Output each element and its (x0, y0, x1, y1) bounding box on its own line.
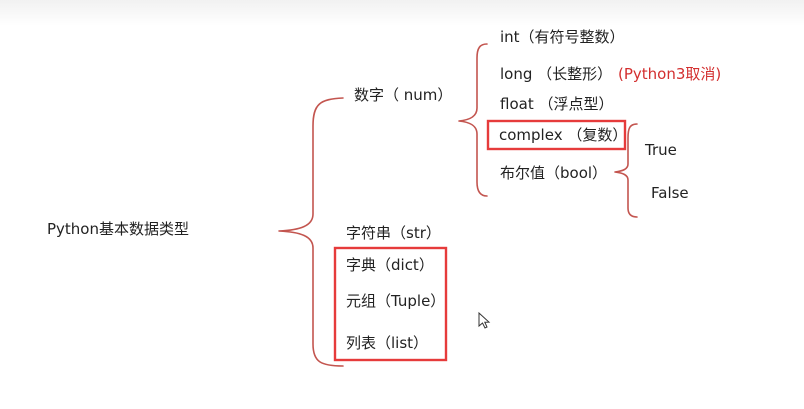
string-item: 字符串（str） (346, 224, 441, 242)
float-item: float （浮点型） (500, 95, 614, 113)
bool-false: False (651, 184, 689, 202)
number-node: 数字（ num） (354, 86, 453, 104)
bool-item: 布尔值（bool） (500, 164, 608, 182)
root-node: Python基本数据类型 (47, 220, 189, 238)
complex-item: complex （复数） (499, 126, 628, 144)
complex-highlight-box (486, 119, 627, 151)
cursor-icon (478, 311, 491, 329)
bool-true: True (645, 141, 677, 159)
long-note: (Python3取消) (618, 65, 722, 83)
root-brace (278, 97, 344, 367)
long-item: long （长整形） (500, 65, 613, 83)
int-item: int（有符号整数） (500, 28, 625, 46)
collection-highlight-box (333, 246, 448, 362)
dict-item: 字典（dict） (346, 256, 434, 274)
bool-brace (614, 123, 638, 218)
number-brace (458, 43, 488, 197)
tuple-item: 元组（Tuple） (346, 292, 446, 310)
list-item: 列表（list） (346, 334, 429, 352)
